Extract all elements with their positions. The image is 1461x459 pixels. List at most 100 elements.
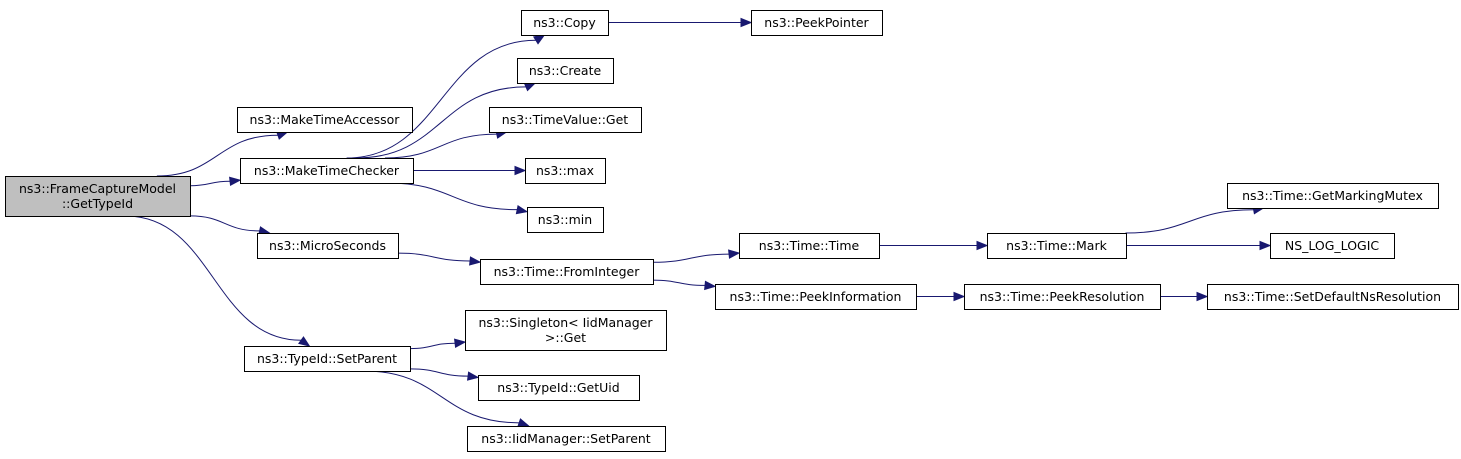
edge-line [189, 180, 231, 187]
arrowhead-icon [1259, 240, 1272, 251]
edge-maketimechecker-to-min [387, 182, 529, 215]
node-microseconds[interactable]: ns3::MicroSeconds [257, 233, 399, 259]
node-time-mark[interactable]: ns3::Time::Mark [987, 233, 1127, 259]
edge-maketimechecker-to-max [412, 165, 527, 176]
node-label: ns3::min [538, 212, 592, 227]
node-box [987, 233, 1127, 259]
edge-line [356, 86, 526, 159]
arrowhead-icon [532, 34, 546, 45]
edge-line [364, 370, 520, 424]
node-time-frominteger[interactable]: ns3::Time::FromInteger [480, 259, 654, 285]
node-box [751, 10, 883, 36]
node-label: ns3::Time::SetDefaultNsResolution [1224, 289, 1441, 304]
arrowhead-icon [740, 17, 753, 28]
node-box [5, 176, 191, 217]
edge-microseconds-to-time-frominteger [397, 252, 482, 266]
node-timevalue-get[interactable]: ns3::TimeValue::Get [489, 107, 642, 133]
node-label: ns3::IidManager::SetParent [481, 431, 651, 446]
arrowhead-icon [523, 82, 537, 92]
edge-time-mark-to-ns-log-logic [1126, 240, 1272, 251]
node-create[interactable]: ns3::Create [517, 58, 614, 84]
edge-line [1125, 209, 1254, 234]
arrowhead-icon [1196, 291, 1209, 302]
edge-line [397, 252, 471, 262]
arrowhead-icon [728, 249, 741, 259]
edge-line [652, 253, 730, 263]
node-box [964, 284, 1161, 310]
edge-maketimechecker-to-copy [346, 34, 546, 159]
node-label: ns3::TypeId::GetUid [497, 380, 619, 395]
node-min[interactable]: ns3::min [527, 207, 604, 233]
node-label: ns3::TimeValue::Get [502, 112, 629, 127]
node-box [480, 259, 654, 285]
edge-line [652, 279, 706, 286]
arrowhead-icon [514, 165, 527, 176]
edge-time-peekresolution-to-time-setdefaultnsresolution [1160, 291, 1209, 302]
node-max[interactable]: ns3::max [525, 158, 606, 184]
node-label: ns3::MicroSeconds [269, 238, 386, 253]
edge-time-time-to-time-mark [878, 240, 989, 251]
node-time-time[interactable]: ns3::Time::Time [739, 233, 880, 259]
node-box [1270, 233, 1395, 259]
node-label: ns3::Create [529, 63, 602, 78]
node-time-peekresolution[interactable]: ns3::Time::PeekResolution [964, 284, 1161, 310]
node-box [489, 107, 642, 133]
node-box [715, 284, 917, 310]
node-label: ns3::Copy [533, 15, 596, 30]
arrowhead-icon [298, 336, 311, 347]
edge-time-frominteger-to-time-time [652, 249, 741, 263]
node-label: ns3::Time::PeekResolution [980, 289, 1145, 304]
node-label: ns3::Time::Mark [1006, 238, 1107, 253]
node-label: ns3::max [536, 163, 594, 178]
node-singleton-get[interactable]: ns3::Singleton< IidManager >::Get [465, 310, 667, 351]
node-label: ns3::MakeTimeAccessor [250, 112, 401, 127]
node-copy[interactable]: ns3::Copy [521, 10, 609, 36]
node-label: ns3::PeekPointer [764, 15, 869, 30]
node-box [527, 207, 604, 233]
node-time-peekinformation[interactable]: ns3::Time::PeekInformation [715, 284, 917, 310]
node-box [739, 233, 880, 259]
node-time-getmarkingmutex[interactable]: ns3::Time::GetMarkingMutex [1227, 183, 1439, 209]
node-label: ns3::Time::FromInteger [494, 264, 641, 279]
node-box [1207, 284, 1459, 310]
node-label: >::Get [545, 330, 586, 345]
node-label: ns3::Time::GetMarkingMutex [1242, 188, 1423, 203]
arrowhead-icon [515, 204, 529, 215]
edge-root-to-microseconds [189, 215, 271, 236]
node-box [467, 426, 666, 452]
arrowhead-icon [229, 176, 242, 187]
node-box [478, 375, 640, 401]
node-box [521, 10, 609, 36]
node-iidmanager-setparent[interactable]: ns3::IidManager::SetParent [467, 426, 666, 452]
node-root[interactable]: ns3::FrameCaptureModel::GetTypeId [5, 176, 191, 217]
node-maketimeaccessor[interactable]: ns3::MakeTimeAccessor [237, 107, 413, 133]
node-box [237, 107, 413, 133]
edge-copy-to-peekpointer [608, 17, 753, 28]
edge-line [387, 182, 518, 211]
node-box [257, 233, 399, 259]
edge-line [189, 215, 260, 232]
arrowhead-icon [469, 256, 482, 266]
edge-typeid-setparent-to-typeid-getuid [409, 368, 480, 381]
edge-time-mark-to-time-getmarkingmutex [1125, 205, 1265, 234]
node-typeid-setparent[interactable]: ns3::TypeId::SetParent [244, 346, 411, 372]
arrowhead-icon [517, 418, 530, 428]
node-ns-log-logic[interactable]: NS_LOG_LOGIC [1270, 233, 1395, 259]
call-nodes: ns3::FrameCaptureModel::GetTypeId ns3::Ma… [5, 10, 1459, 452]
node-label: ns3::Singleton< IidManager [478, 315, 653, 330]
arrowhead-icon [704, 280, 717, 291]
edge-line [125, 215, 302, 341]
node-time-setdefaultnsresolution[interactable]: ns3::Time::SetDefaultNsResolution [1207, 284, 1459, 310]
node-box [465, 310, 667, 351]
arrowhead-icon [454, 338, 467, 348]
node-maketimechecker[interactable]: ns3::MakeTimeChecker [240, 158, 414, 184]
node-label: ns3::FrameCaptureModel [19, 181, 176, 196]
edge-line [409, 368, 469, 377]
call-edges [125, 17, 1272, 428]
node-label: ns3::TypeId::SetParent [257, 351, 397, 366]
node-peekpointer[interactable]: ns3::PeekPointer [751, 10, 883, 36]
node-typeid-getuid[interactable]: ns3::TypeId::GetUid [478, 375, 640, 401]
node-label: ns3::Time::Time [759, 238, 860, 253]
node-box [525, 158, 606, 184]
